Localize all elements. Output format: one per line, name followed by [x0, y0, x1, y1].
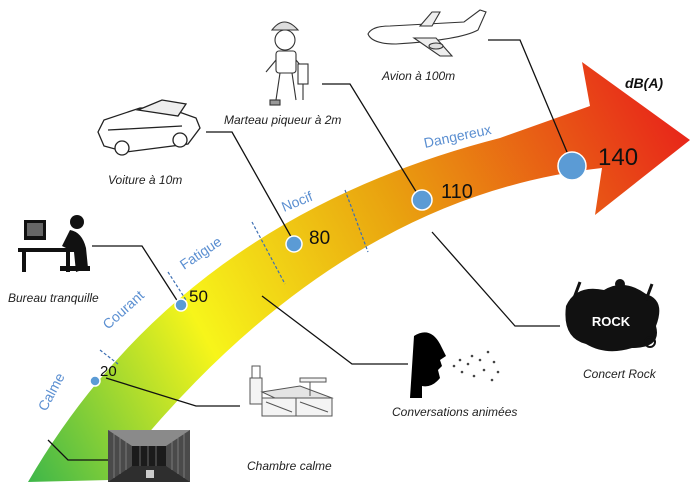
- jackhammer-worker-icon: [265, 21, 309, 106]
- zone-label-fatigue: Fatigue: [177, 233, 225, 272]
- car-icon: [97, 99, 201, 156]
- leader-line-voiture: [206, 131, 295, 243]
- level-value-80: 80: [309, 228, 330, 249]
- level-value-20: 20: [100, 363, 117, 380]
- caption-conversations: Conversations animées: [392, 405, 517, 419]
- leader-line-marteau: [322, 83, 421, 199]
- zone-divider: [251, 221, 286, 285]
- office-desk-icon: [18, 215, 90, 272]
- level-dot-50: [174, 298, 188, 312]
- caption-voiture: Voiture à 10m: [108, 173, 182, 187]
- level-value-140: 140: [598, 144, 638, 171]
- rock-concert-icon: ROCK: [565, 279, 660, 352]
- level-dot-80: [285, 235, 303, 253]
- caption-chambre-calme: Chambre calme: [247, 459, 332, 473]
- quiet-bedroom-icon: [249, 365, 334, 417]
- level-dot-20: [89, 375, 101, 387]
- leader-line-anechoic-chamber: [47, 439, 108, 461]
- leader-line-bureau: [92, 245, 181, 306]
- level-value-50: 50: [189, 287, 208, 306]
- zone-divider: [344, 189, 369, 253]
- leader-line-conversations: [261, 295, 408, 365]
- noise-level-arrow: [28, 62, 690, 482]
- caption-concert-rock: Concert Rock: [583, 367, 657, 381]
- airplane-icon: [367, 9, 487, 57]
- zone-divider: [167, 271, 187, 301]
- zone-label-calme: Calme: [35, 370, 68, 413]
- caption-bureau-tranquille: Bureau tranquille: [8, 291, 99, 305]
- level-value-110: 110: [441, 181, 473, 203]
- zone-label-courant: Courant: [99, 287, 147, 332]
- caption-avion: Avion à 100m: [381, 69, 455, 83]
- caption-marteau-piqueur: Marteau piqueur à 2m: [224, 113, 341, 127]
- zone-divider: [99, 349, 119, 365]
- unit-label: dB(A): [625, 75, 663, 91]
- level-dot-140: [557, 151, 587, 181]
- talking-head-icon: [410, 332, 500, 398]
- level-dot-110: [411, 189, 433, 211]
- leader-line-avion: [488, 39, 573, 165]
- leader-line-concert: [431, 231, 560, 327]
- anechoic-chamber-icon: [108, 430, 190, 482]
- rock-concert-badge: ROCK: [592, 314, 631, 329]
- leader-line-chambre-calme: [105, 377, 240, 407]
